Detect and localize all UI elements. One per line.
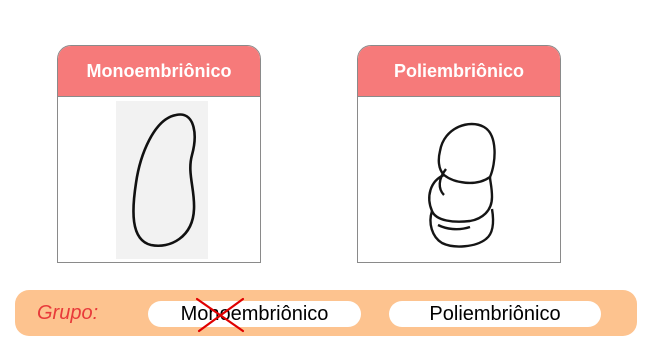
multiple-embryo-seed-drawing: [428, 122, 496, 248]
group-label: Grupo:: [37, 302, 99, 324]
monoembryonic-image: [58, 97, 260, 262]
polyembryonic-card-title: Poliembriônico: [358, 46, 560, 97]
option-polyembryonic-label: Poliembriônico: [429, 302, 561, 325]
option-monoembryonic-label: Monoembriônico: [180, 302, 329, 325]
monoembryonic-card-title: Monoembriônico: [58, 46, 260, 97]
red-x-icon: [330, 301, 331, 302]
single-embryo-seed-drawing: [116, 101, 208, 259]
option-polyembryonic[interactable]: Poliembriônico: [389, 301, 601, 327]
group-selection-bar: Grupo: Monoembriônico Poliembriônico: [15, 290, 637, 336]
monoembryonic-card: Monoembriônico: [57, 45, 261, 263]
crossed-out-mark-icon: [195, 297, 245, 333]
option-monoembryonic[interactable]: Monoembriônico: [148, 301, 361, 327]
polyembryonic-card: Poliembriônico: [357, 45, 561, 263]
polyembryonic-image: [358, 97, 560, 262]
